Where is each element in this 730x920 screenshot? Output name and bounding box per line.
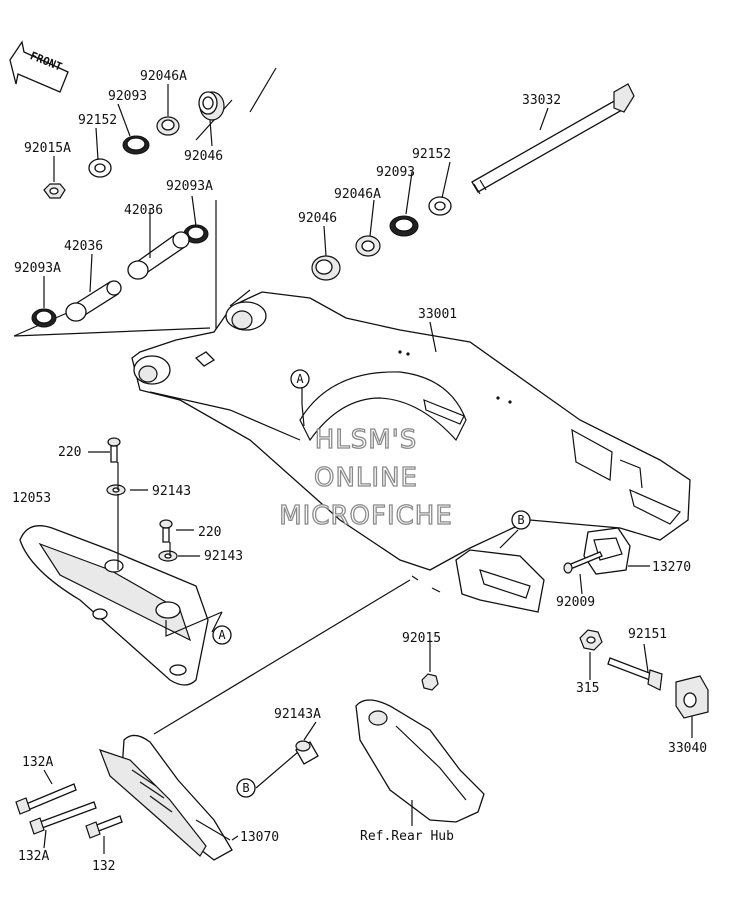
oil-seal-92093A-top: [183, 224, 209, 244]
part-label-92152-top: 92152: [78, 113, 117, 128]
pivot-shaft-33032: [471, 83, 635, 195]
part-label-92046-right: 92046: [298, 211, 337, 226]
part-label-92093-top: 92093: [108, 89, 147, 104]
part-label-132A-b: 132A: [18, 849, 49, 864]
seal-92046A-top: [156, 116, 180, 136]
nut-92015: [421, 673, 439, 691]
needle-bearing-92046-right: [311, 255, 341, 281]
svg-text:A: A: [218, 628, 226, 642]
part-label-92093-right: 92093: [376, 165, 415, 180]
washer-92143-b: [158, 550, 178, 562]
part-label-92143A: 92143A: [274, 707, 321, 722]
part-label-92046-top: 92046: [184, 149, 223, 164]
part-label-33032: 33032: [522, 93, 561, 108]
collar-92152-top: [88, 158, 112, 178]
oil-seal-92093A-left: [31, 308, 57, 328]
part-label-92009: 92009: [556, 595, 595, 610]
part-label-92152-right: 92152: [412, 147, 451, 162]
svg-text:A: A: [296, 372, 304, 386]
bolt-132A-b: [29, 801, 97, 835]
sleeve-42036-top: [127, 231, 190, 280]
part-label-315: 315: [576, 681, 599, 696]
part-label-132: 132: [92, 859, 115, 874]
nut-92015A: [43, 183, 66, 199]
part-label-13070: 13070: [240, 830, 279, 845]
part-label-13270: 13270: [652, 560, 691, 575]
part-label-92093A-top: 92093A: [166, 179, 213, 194]
oil-seal-92093-top: [122, 135, 150, 155]
part-label-92046A-top: 92046A: [140, 69, 187, 84]
bolt-220-b: [159, 519, 173, 543]
chain-slider-12053: [19, 525, 209, 686]
chain-guide-13070: [98, 734, 233, 861]
part-label-220-b: 220: [198, 525, 221, 540]
part-label-ref-rear-hub: Ref.Rear Hub: [360, 829, 454, 844]
callout-b-top: B: [511, 510, 531, 530]
nut-315: [579, 629, 603, 651]
callout-b-bottom: B: [236, 778, 256, 798]
swingarm-33001: [131, 289, 691, 613]
plate-13270: [583, 527, 631, 575]
callout-a-top: A: [290, 369, 310, 389]
part-label-42036-top: 42036: [124, 203, 163, 218]
adjuster-block-33040: [675, 675, 709, 719]
bolt-92151: [607, 657, 663, 691]
oil-seal-92093-right: [389, 215, 419, 237]
leader-lines: [43, 84, 693, 854]
part-label-92151: 92151: [628, 627, 667, 642]
collar-92143A: [295, 740, 319, 765]
callout-a-bottom: A: [212, 625, 232, 645]
part-label-92093A-left: 92093A: [14, 261, 61, 276]
part-label-92143-a: 92143: [152, 484, 191, 499]
part-label-220-a: 220: [58, 445, 81, 460]
part-label-33040: 33040: [668, 741, 707, 756]
watermark-line-2: ONLINE: [314, 463, 418, 493]
part-label-12053: 12053: [12, 491, 51, 506]
part-label-92046A-right: 92046A: [334, 187, 381, 202]
part-label-132A-a: 132A: [22, 755, 53, 770]
watermark-line-3: MICROFICHE: [279, 501, 453, 531]
part-label-92015A: 92015A: [24, 141, 71, 156]
part-label-42036-left: 42036: [64, 239, 103, 254]
watermark-line-1: HLSM'S: [315, 425, 418, 455]
needle-bearing-92046-top: [198, 91, 225, 121]
svg-text:B: B: [242, 781, 249, 795]
svg-text:B: B: [517, 513, 524, 527]
seal-92046A-right: [355, 235, 381, 257]
bolt-132A-a: [15, 783, 77, 815]
bolt-132: [85, 815, 123, 839]
bearing-stack-left: [13, 67, 277, 337]
collar-92152-right: [428, 196, 452, 216]
sleeve-42036-left: [65, 280, 122, 322]
screw-92009: [563, 551, 603, 574]
washer-92143-a: [106, 484, 126, 496]
part-label-33001: 33001: [418, 307, 457, 322]
part-label-92015: 92015: [402, 631, 441, 646]
bolt-220-a: [107, 437, 121, 463]
chain-guide-rear-hub: [355, 699, 485, 823]
front-arrow-icon: FRONT: [9, 40, 69, 93]
part-label-92143-b: 92143: [204, 549, 243, 564]
bearing-stack-right: [311, 196, 452, 281]
part-labels: 92046A 92093 92152 92015A 92046 92093A 4…: [12, 69, 707, 874]
watermark: HLSM'S ONLINE MICROFICHE: [279, 424, 453, 531]
